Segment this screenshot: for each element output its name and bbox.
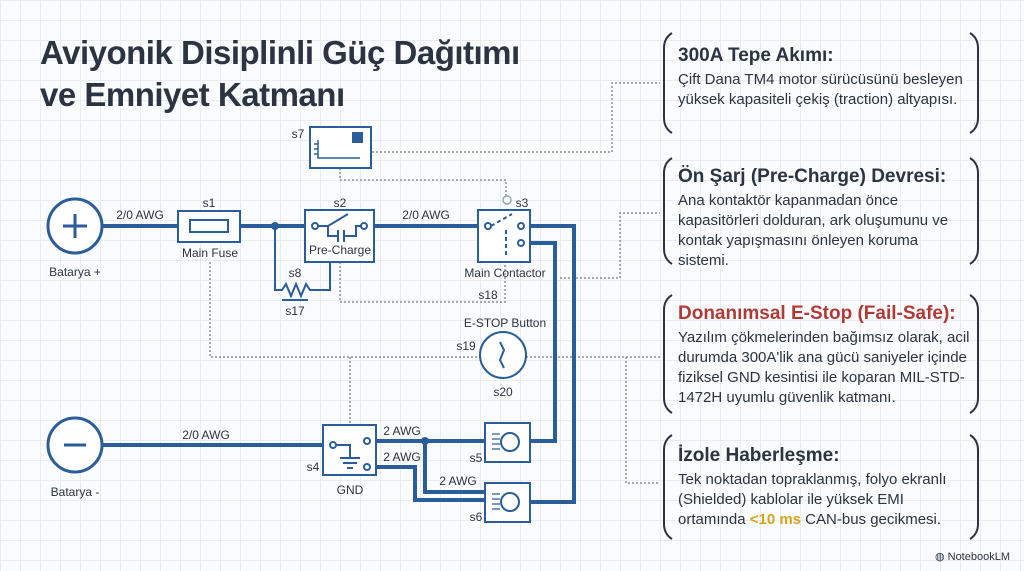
latency-highlight: <10 ms [749, 511, 802, 528]
panel-body: Yazılım çökmelerinden bağımsız olarak, a… [678, 329, 970, 406]
fuse-icon [177, 210, 241, 243]
battery-positive-label: Batarya + [49, 265, 101, 279]
panel-heading: İzole Haberleşme: [678, 445, 840, 466]
signal-line-fuse-estop [209, 262, 480, 358]
wire-label: 2/0 AWG [402, 208, 450, 222]
contactor-icon [477, 195, 531, 263]
contactor-label: Main Contactor [464, 266, 545, 280]
wire-label: 2/0 AWG [182, 428, 230, 442]
power-wires [102, 224, 576, 504]
notebooklm-logo-icon: ◍ [934, 551, 948, 563]
fuse-label: Main Fuse [182, 246, 238, 260]
junction-dot [421, 437, 429, 445]
panel-body: Çift Dana TM4 motor sürücüsünü besleyen … [678, 71, 963, 108]
resistor-s8 [274, 226, 331, 299]
estop-label: E-STOP Button [464, 316, 546, 330]
wire-contactor-s6 [530, 224, 576, 504]
motor-driver-s6-icon [484, 482, 531, 523]
info-panel-estop: Donanımsal E-Stop (Fail-Safe): Yazılım ç… [662, 292, 980, 416]
panel-heading: Donanımsal E-Stop (Fail-Safe): [678, 303, 956, 324]
panel-body: Tek noktadan topraklanmış, folyo ekranlı… [678, 470, 970, 530]
wire-label: 2 AWG [383, 424, 421, 438]
wire-label: 2 AWG [383, 450, 421, 464]
panel-body-text: Tek noktadan topraklanmış, folyo ekranlı… [678, 471, 947, 528]
component-id: s20 [493, 385, 513, 399]
component-id: s6 [470, 510, 483, 524]
bracket-icon [663, 294, 979, 414]
gnd-switch-icon [322, 424, 377, 476]
bracket-icon [663, 32, 979, 134]
component-id: s19 [456, 339, 476, 353]
signal-lines [209, 82, 660, 484]
component-id: s17 [285, 304, 305, 318]
precharge-icon [304, 209, 375, 263]
resistor-branch [274, 226, 331, 301]
info-panel-precharge: Ön Şarj (Pre-Charge) Devresi: Ana kontak… [662, 155, 980, 269]
component-id: s8 [289, 266, 302, 280]
info-panel-peak-current: 300A Tepe Akımı: Çift Dana TM4 motor sür… [662, 30, 980, 136]
estop-button-icon [479, 331, 527, 379]
signal-line-panel2 [560, 212, 660, 279]
component-id: s18 [478, 288, 498, 302]
controller-s7-icon [309, 126, 372, 169]
signal-line-precharge-contactor [339, 262, 506, 303]
precharge-label: Pre-Charge [309, 243, 371, 257]
battery-positive-icon [46, 197, 104, 255]
signal-line-s7-panel1 [372, 82, 660, 153]
panel-body: Ana kontaktör kapanmadan önce kapasitörl… [678, 192, 949, 269]
battery-negative-label: Batarya - [51, 485, 100, 499]
signal-line-s7-contactor [339, 168, 507, 196]
battery-negative-icon [46, 416, 104, 474]
component-id: s2 [334, 196, 347, 210]
diagram-labels: Batarya + Batarya - 2/0 AWG 2/0 AWG 2/0 … [49, 127, 546, 524]
brand-label: NotebookLM [947, 551, 1010, 563]
component-id: s7 [292, 127, 305, 141]
page-title: Aviyonik Disiplinli Güç Dağıtımı ve Emni… [40, 32, 520, 116]
component-id: s4 [307, 460, 320, 474]
motor-driver-s5-icon [484, 422, 531, 463]
info-panel-isolated-comms: İzole Haberleşme: Tek noktadan topraklan… [662, 432, 980, 542]
signal-line-panel4 [625, 357, 660, 484]
title-line-1: Aviyonik Disiplinli Güç Dağıtımı [40, 34, 520, 71]
panel-heading: 300A Tepe Akımı: [678, 45, 834, 66]
wire-label: 2 AWG [439, 474, 477, 488]
wire-gnd-s6-b [423, 441, 485, 494]
gnd-label: GND [337, 483, 364, 497]
panel-body-text: CAN-bus gecikmesi. [801, 511, 942, 528]
title-line-2: ve Emniyet Katmanı [40, 76, 345, 113]
component-id: s3 [516, 196, 529, 210]
bracket-icon [663, 157, 979, 265]
wire-label: 2/0 AWG [116, 208, 164, 222]
panel-heading: Ön Şarj (Pre-Charge) Devresi: [678, 166, 947, 187]
bracket-icon [663, 434, 979, 540]
junction-dot [271, 222, 279, 230]
wire-contactor-s5 [530, 241, 557, 443]
component-id: s5 [470, 451, 483, 465]
wire-gnd-s6-a [376, 465, 485, 502]
brand-watermark: ◍ NotebookLM [935, 550, 1010, 563]
component-id: s1 [203, 196, 216, 210]
